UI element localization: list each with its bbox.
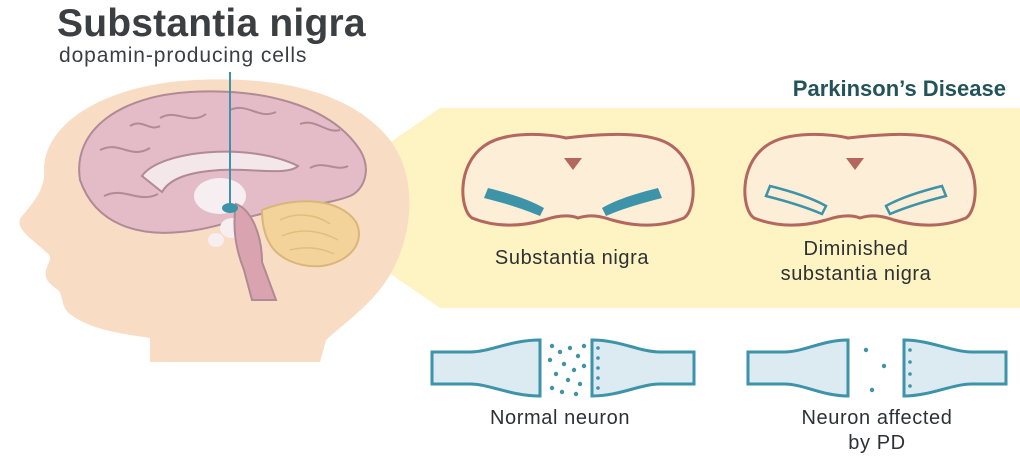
affected-neuron bbox=[748, 340, 1006, 396]
label-affected-line2: by PD bbox=[762, 431, 992, 456]
healthy-midbrain-section bbox=[463, 134, 693, 225]
label-affected-neuron: Neuron affected by PD bbox=[762, 406, 992, 456]
midbrain-outline bbox=[463, 134, 693, 225]
label-diminished-midbrain: Diminished substantia nigra bbox=[756, 237, 956, 287]
label-normal-neuron: Normal neuron bbox=[450, 406, 670, 431]
pituitary bbox=[208, 233, 224, 247]
disease-title: Parkinson’s Disease bbox=[793, 76, 1006, 102]
label-diminished-line1: Diminished bbox=[756, 237, 956, 262]
label-normal-neuron-text: Normal neuron bbox=[490, 407, 630, 429]
label-healthy-midbrain: Substantia nigra bbox=[472, 246, 672, 271]
label-healthy-midbrain-text: Substantia nigra bbox=[495, 247, 649, 269]
diagram-subtitle: dopamin-producing cells bbox=[59, 44, 307, 68]
label-affected-line1: Neuron affected bbox=[762, 406, 992, 431]
diminished-midbrain-section bbox=[745, 134, 975, 225]
postsynaptic-terminal bbox=[904, 340, 1006, 396]
normal-neuron bbox=[432, 340, 694, 396]
postsynaptic-terminal bbox=[592, 340, 694, 396]
midbrain-outline bbox=[745, 134, 975, 225]
presynaptic-terminal bbox=[748, 340, 848, 396]
diagram-title: Substantia nigra bbox=[57, 2, 366, 46]
presynaptic-terminal bbox=[432, 340, 540, 396]
label-diminished-line2: substantia nigra bbox=[756, 262, 956, 287]
